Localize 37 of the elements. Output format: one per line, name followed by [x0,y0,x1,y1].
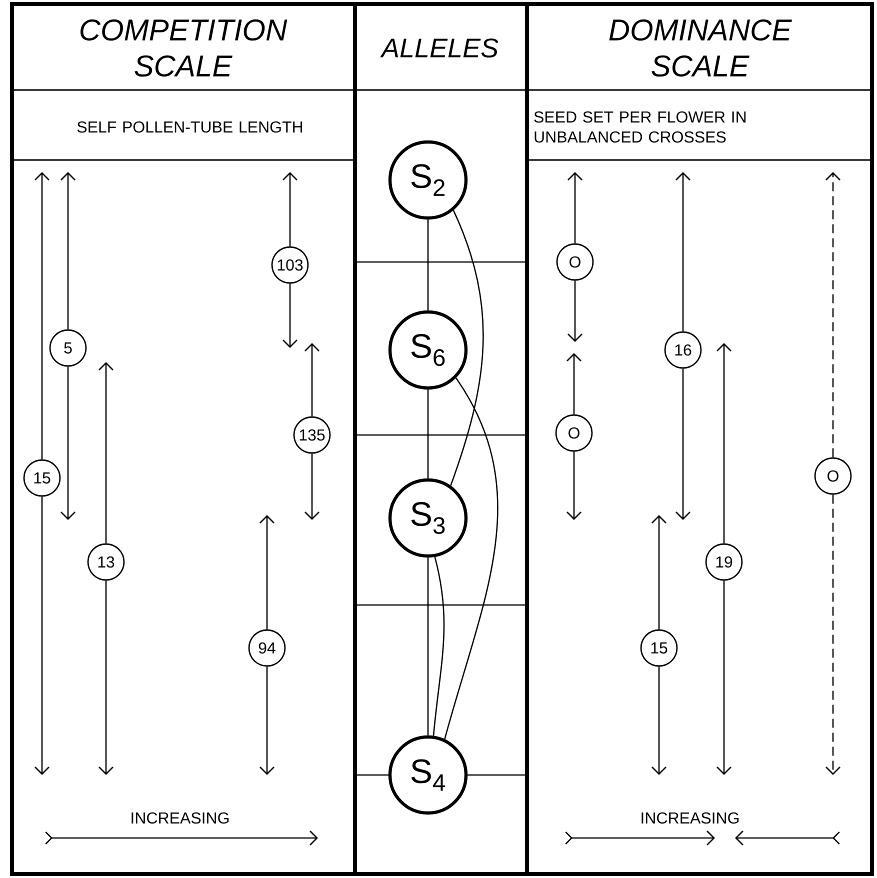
range-arrow [676,368,690,520]
range-arrow [260,666,274,775]
column-heading: ALLELES [380,38,498,58]
range-arrow [304,454,320,520]
range-arrow [282,284,298,348]
range-arrow [60,172,76,330]
range-arrow [34,172,50,460]
range-arrow [652,666,666,775]
range-arrow [826,172,840,458]
column-heading: DOMINANCE SCALE [609,19,792,77]
range-arrow [716,343,732,544]
range-arrow [98,362,114,544]
range-arrow [34,496,50,775]
column-subheading: SEED SET PER FLOWER IN UNBALANCED CROSSES [534,111,746,143]
connector-line [444,378,498,740]
connector-line [427,390,429,478]
range-arrow [568,172,582,244]
range-arrow [566,452,582,520]
range-arrow [826,494,840,775]
column-subheading: SELF POLLEN-TUBE LENGTH [77,121,302,133]
column-heading: COMPETITION SCALE [80,19,288,77]
range-arrow [716,580,732,775]
scale-label: INCREASING [642,812,739,824]
range-arrow [566,353,582,414]
scale-label: INCREASING [132,812,229,824]
range-arrow [98,580,114,775]
range-arrow [260,515,274,630]
range-arrow [304,343,320,416]
connector-line [427,220,429,310]
connector-line [427,558,429,736]
range-arrow [282,172,298,246]
range-arrow [568,280,582,342]
range-arrow [60,366,76,520]
range-arrow [652,515,666,630]
connector-line [450,210,484,486]
range-arrow [676,172,690,332]
connector-line [432,556,445,736]
